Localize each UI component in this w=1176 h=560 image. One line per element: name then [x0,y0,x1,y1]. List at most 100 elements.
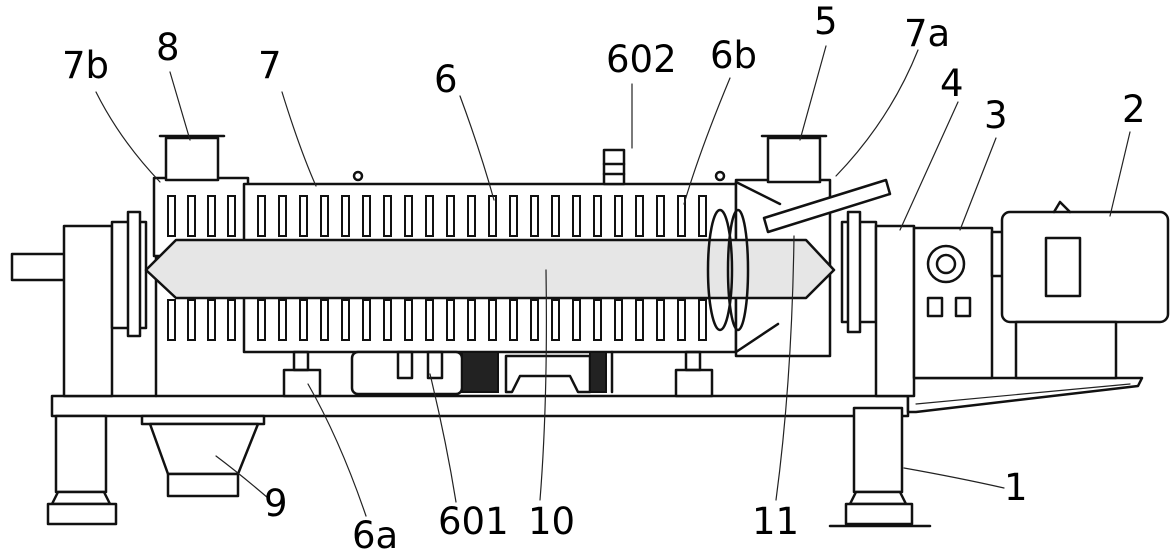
paddle-upper [488,195,497,237]
drive-motor [350,350,464,396]
label-6b: 6b [710,34,757,77]
paddle-lower [278,299,287,341]
paddle-lower [320,299,329,341]
left-pedestal [62,224,114,398]
base-frame [46,376,1144,528]
nozzle-602 [602,148,626,186]
hopper-body [148,422,260,476]
paddle-upper [698,195,707,237]
left-flange [126,210,142,338]
chamber-slope-top [734,180,782,206]
paddle-upper [207,195,216,237]
lifting-lug-left [352,170,364,182]
label-7a: 7a [904,12,950,55]
supports-6a [282,350,714,398]
left-leg [54,414,108,494]
motor-nameplate [1044,236,1082,298]
label-7: 7 [258,44,282,87]
label-1: 1 [1004,466,1028,509]
right-foot-pad [844,502,914,526]
inlet-5 [766,136,822,184]
discharge-hopper-9 [140,414,266,498]
right-leg [852,406,904,494]
paddle-upper [257,195,266,237]
platform-edge [915,383,1131,405]
drive-coupling [461,351,499,393]
paddle-upper [425,195,434,237]
paddle-lower [207,299,216,341]
label-2: 2 [1122,88,1146,131]
left-bearing-support [10,210,158,398]
left-foot-pad [46,502,118,526]
label-8: 8 [156,26,180,69]
spiral-section [706,208,750,332]
right-foot [848,490,908,506]
paddle-upper [227,195,236,237]
paddle-upper [320,195,329,237]
paddle-lower [257,299,266,341]
label-10: 10 [528,500,575,543]
paddle-upper [635,195,644,237]
paddle-lower [167,299,176,341]
rotor-shaft [144,238,836,300]
hopper-outlet [166,472,240,498]
label-602: 602 [606,38,677,81]
label-5: 5 [814,0,838,43]
support-left [282,368,322,398]
drive-unit-601 [350,350,614,396]
paddle-upper [530,195,539,237]
callout-labels: 7b 8 7 6 602 6b 5 7a 4 3 2 1 9 6a 601 10… [62,0,1146,557]
paddle-lower [593,299,602,341]
paddle-upper [656,195,665,237]
paddle-upper [278,195,287,237]
reducer-dial-inner [935,253,957,275]
drive-gear [589,351,607,393]
paddle-upper [167,195,176,237]
label-9: 9 [264,482,288,525]
lifting-lug-right [714,170,726,182]
leader-lines [95,45,1131,517]
paddle-upper [551,195,560,237]
paddle-upper [299,195,308,237]
right-flange [846,210,862,334]
paddle-lower [572,299,581,341]
outlet-8 [164,136,220,182]
paddle-upper [404,195,413,237]
paddle-upper [509,195,518,237]
paddle-upper [593,195,602,237]
paddle-upper [383,195,392,237]
paddle-lower [551,299,560,341]
paddle-upper [446,195,455,237]
paddle-lower [227,299,236,341]
paddle-lower [656,299,665,341]
feed-chute [762,178,892,234]
paddle-lower [187,299,196,341]
label-6a: 6a [352,514,398,557]
paddle-lower [446,299,455,341]
paddle-lower [299,299,308,341]
paddle-upper [467,195,476,237]
gearbox-4 [874,224,916,398]
support-right [674,368,714,398]
shaft-end [10,252,68,282]
label-6: 6 [434,58,458,101]
paddle-lower [383,299,392,341]
paddle-upper [677,195,686,237]
base-beam [50,394,910,418]
motor-lug [1052,200,1072,214]
paddle-lower [530,299,539,341]
paddle-lower [635,299,644,341]
label-3: 3 [984,94,1008,137]
motor-base [1014,320,1118,380]
left-foot [50,490,112,506]
paddle-lower [467,299,476,341]
motor-2 [1000,210,1170,324]
paddle-upper [362,195,371,237]
right-bearing-support [840,200,1170,398]
paddle-lower [614,299,623,341]
label-4: 4 [940,62,964,105]
label-601: 601 [438,500,509,543]
reducer-dial-outer [926,244,966,284]
